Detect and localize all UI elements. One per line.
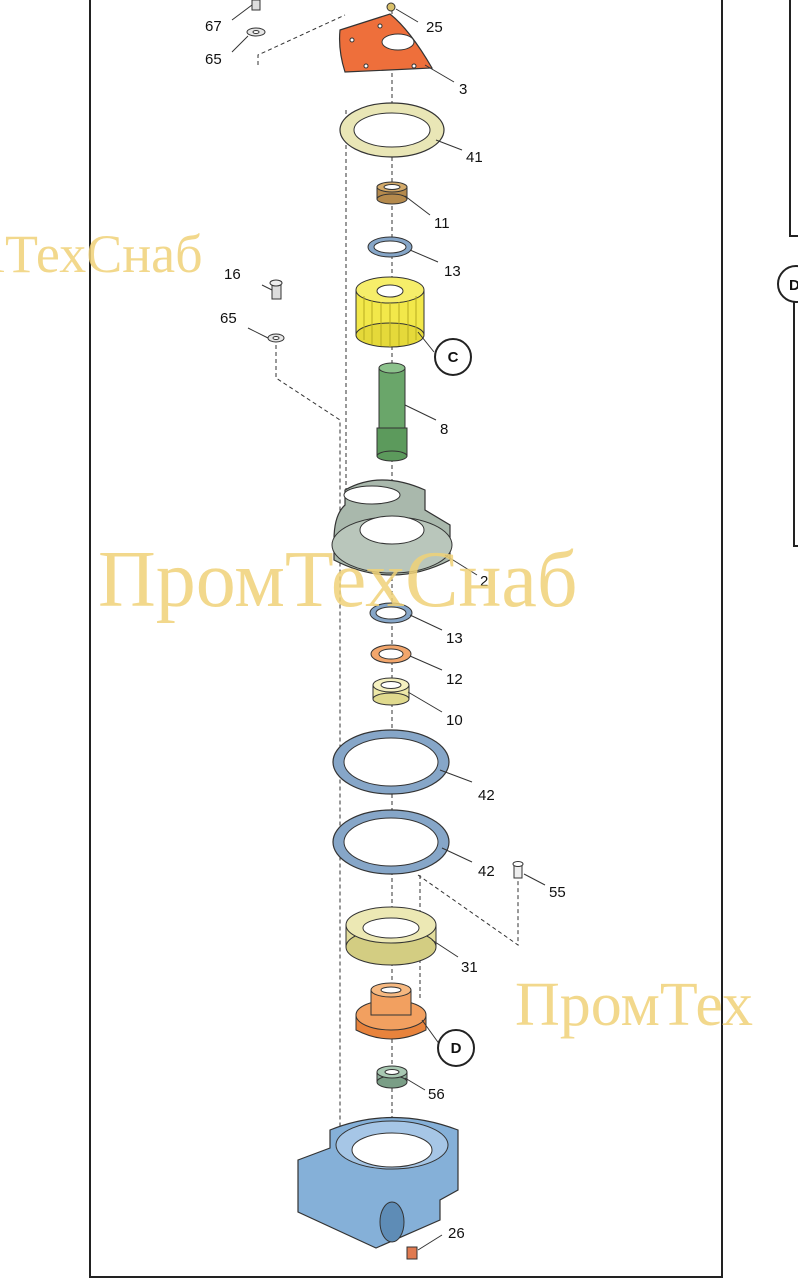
part-8-shaft: [376, 362, 408, 462]
label-56: 56: [428, 1086, 445, 1103]
label-25: 25: [426, 19, 443, 36]
callout-c: C: [434, 338, 472, 376]
frame: [89, 0, 798, 1278]
part-13-o-ring-top: [367, 236, 413, 258]
label-8: 8: [440, 421, 448, 438]
part-42-gasket-upper: [332, 729, 450, 795]
part-16-bolt: [269, 279, 283, 300]
part-41-gasket: [339, 102, 445, 158]
part-3-cover-plate: [338, 13, 434, 73]
label-12: 12: [446, 671, 463, 688]
part-base-housing: [297, 1116, 459, 1249]
part-13-o-ring-lower: [369, 602, 413, 624]
label-11: 11: [434, 215, 450, 232]
callout-d-text: D: [451, 1040, 462, 1057]
part-gear-c: [355, 276, 425, 348]
label-67: 67: [205, 18, 222, 35]
part-12-ring: [370, 644, 412, 664]
part-65-washer-top: [246, 27, 266, 37]
part-25-grease-nipple: [386, 2, 396, 12]
part-2-mid-housing: [331, 479, 453, 576]
part-26-plug: [406, 1246, 418, 1260]
part-56-seal: [376, 1065, 408, 1089]
label-31: 31: [461, 959, 478, 976]
callout-c-text: C: [448, 349, 459, 366]
label-65-mid: 65: [220, 310, 237, 327]
callout-d: D: [437, 1029, 475, 1067]
part-42-gasket-lower: [332, 809, 450, 875]
label-42-lower: 42: [478, 863, 495, 880]
part-d-carrier: [355, 982, 427, 1040]
callout-d-side-text: D: [789, 277, 798, 294]
leader-lines: [231, 4, 546, 1251]
label-16: 16: [224, 266, 241, 283]
callout-d-side: D: [777, 265, 798, 303]
part-65-washer-mid: [267, 333, 285, 343]
part-67-bolt: [251, 0, 261, 11]
part-11-bushing: [376, 181, 408, 205]
part-10-bearing: [372, 677, 410, 706]
label-55: 55: [549, 884, 566, 901]
label-2: 2: [480, 573, 488, 590]
label-13-top: 13: [444, 263, 461, 280]
watermark-middle: ПромТехСнаб: [98, 536, 578, 624]
label-3: 3: [459, 81, 467, 98]
watermark-lower: ПромТех: [515, 971, 753, 1039]
watermark-top: ıТехСнаб: [0, 224, 203, 284]
watermark: ıТехСнаб ПромТехСнаб ПромТех: [0, 224, 753, 1039]
part-31-ring-gear: [345, 906, 437, 966]
label-42-upper: 42: [478, 787, 495, 804]
label-10: 10: [446, 712, 463, 729]
label-65-top: 65: [205, 51, 222, 68]
part-55-bolt: [512, 861, 524, 879]
label-26: 26: [448, 1225, 465, 1242]
label-41: 41: [466, 149, 483, 166]
part-labels: 67 65 25 3 41 11 13 16 65 8 2 13 12 10 4…: [205, 18, 566, 1242]
label-13-lower: 13: [446, 630, 463, 647]
